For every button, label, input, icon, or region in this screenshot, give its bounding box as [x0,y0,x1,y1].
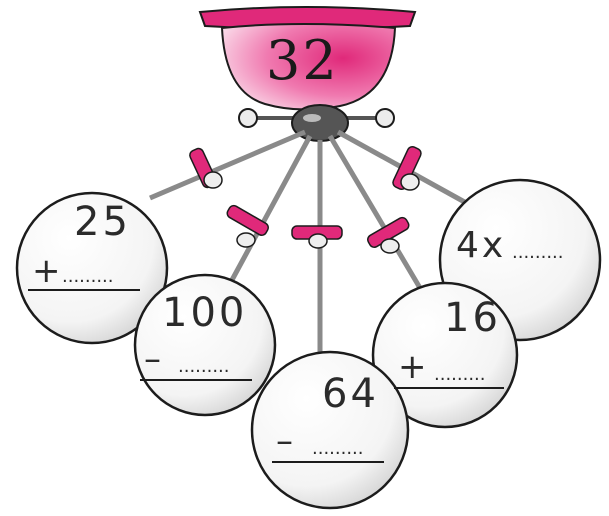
ball-left-top-number: 25 [74,202,131,242]
ball-bottom-operator: – [276,424,296,458]
ball-left-top-blank[interactable]: ......... [62,268,114,286]
lamp-hub [239,105,394,141]
ball-right-mid-operator: + [398,350,430,384]
ball-left-mid-blank[interactable]: ......... [178,358,230,376]
ball-left-mid-number: 100 [162,293,247,333]
ball-right-top-number: 4x [456,228,506,264]
ball-bottom-blank[interactable]: ......... [312,440,364,458]
ball-right-top-blank[interactable]: ......... [512,244,564,262]
ball-right-mid-blank[interactable]: ......... [434,366,486,384]
ball-right-mid-number: 16 [444,298,501,338]
ball-left-top-operator: + [32,254,64,288]
ball-left-mid-operator: – [144,342,164,376]
ball-bottom-number: 64 [322,374,379,414]
lamp-number: 32 [266,34,339,88]
